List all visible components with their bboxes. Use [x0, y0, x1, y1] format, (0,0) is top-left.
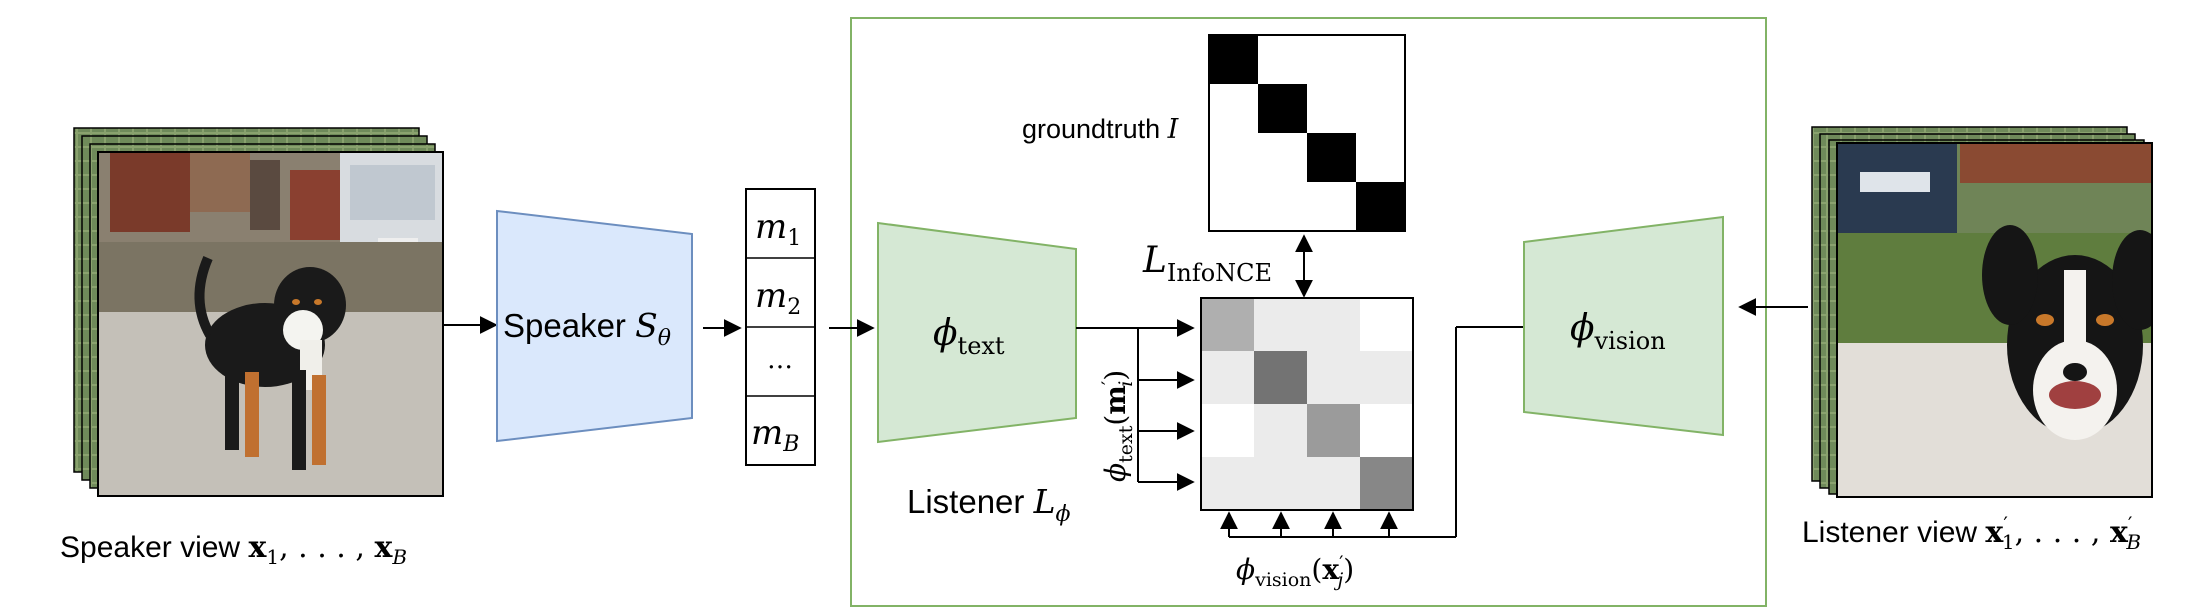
text-encoder	[877, 221, 1077, 444]
similarity-matrix-cell-0-0	[1201, 298, 1254, 351]
speaker-module	[496, 209, 693, 443]
vision-encoder	[1523, 215, 1724, 437]
vision-embedding-label: ϕvision(x′j)	[1236, 552, 1354, 591]
similarity-matrix-cell-2-0	[1201, 404, 1254, 457]
speaker-view-dog-photo	[98, 152, 443, 496]
groundtruth-matrix-cell-2-3	[1356, 133, 1405, 182]
listener-view-label: Listener view x′1, . . . , x′B	[1802, 512, 2141, 554]
listener-view-image-stack	[1811, 126, 2153, 498]
groundtruth-matrix-cell-0-1	[1258, 35, 1307, 84]
similarity-matrix-cell-3-2	[1307, 457, 1360, 510]
similarity-matrix-cell-3-3	[1360, 457, 1413, 510]
groundtruth-matrix	[1208, 34, 1406, 232]
speaker-view-label: Speaker view x1, . . . , xB	[60, 530, 407, 569]
vision-embedding-arrows	[1220, 326, 1524, 538]
speaker-view-image-stack	[73, 127, 444, 497]
similarity-matrix-border	[1200, 297, 1414, 511]
groundtruth-matrix-cell-2-2	[1307, 133, 1356, 182]
groundtruth-matrix-cell-0-0	[1209, 35, 1258, 84]
groundtruth-matrix-cell-3-3	[1356, 182, 1405, 231]
message-m2: m2	[755, 276, 801, 320]
groundtruth-matrix-cell-0-2	[1307, 35, 1356, 84]
infonce-loss-label: LInfoNCE	[1142, 240, 1272, 287]
similarity-matrix-cell-2-2	[1307, 404, 1360, 457]
similarity-matrix-cell-0-3	[1360, 298, 1413, 351]
similarity-matrix-cell-2-1	[1254, 404, 1307, 457]
groundtruth-matrix-cell-2-1	[1258, 133, 1307, 182]
groundtruth-matrix-cell-1-1	[1258, 84, 1307, 133]
text-embedding-arrows	[1076, 319, 1195, 491]
message-list: m1 m2 … mB	[745, 188, 816, 466]
listener-label: Listener Lϕ	[907, 482, 1071, 527]
groundtruth-matrix-cell-1-0	[1209, 84, 1258, 133]
similarity-matrix-cell-0-1	[1254, 298, 1307, 351]
similarity-matrix-cell-2-3	[1360, 404, 1413, 457]
similarity-matrix-cell-0-2	[1307, 298, 1360, 351]
similarity-matrix	[1200, 297, 1414, 511]
vision-encoder-label: ϕvision	[1570, 308, 1666, 355]
groundtruth-label: groundtruth I	[1022, 114, 1180, 145]
listener-frame	[850, 17, 1767, 607]
groundtruth-matrix-cell-3-1	[1258, 182, 1307, 231]
similarity-matrix-cell-1-1	[1254, 351, 1307, 404]
text-encoder-label: ϕtext	[933, 313, 1005, 360]
groundtruth-matrix-cell-1-2	[1307, 84, 1356, 133]
similarity-matrix-cell-3-1	[1254, 457, 1307, 510]
message-mB: mB	[751, 413, 799, 457]
text-embedding-label: ϕtext(m′i)	[1098, 370, 1137, 482]
speaker-label: Speaker Sθ	[503, 306, 671, 351]
similarity-matrix-cell-1-2	[1307, 351, 1360, 404]
groundtruth-matrix-cell-0-3	[1356, 35, 1405, 84]
groundtruth-matrix-cell-3-2	[1307, 182, 1356, 231]
message-ellipsis: …	[767, 345, 793, 375]
listener-view-dog-photo	[1837, 143, 2152, 497]
groundtruth-matrix-cell-1-3	[1356, 84, 1405, 133]
message-m1: m1	[755, 207, 801, 251]
groundtruth-matrix-border	[1208, 34, 1406, 232]
groundtruth-matrix-cell-3-0	[1209, 182, 1258, 231]
similarity-matrix-cell-3-0	[1201, 457, 1254, 510]
similarity-matrix-cell-1-0	[1201, 351, 1254, 404]
groundtruth-matrix-cell-2-0	[1209, 133, 1258, 182]
similarity-matrix-cell-1-3	[1360, 351, 1413, 404]
